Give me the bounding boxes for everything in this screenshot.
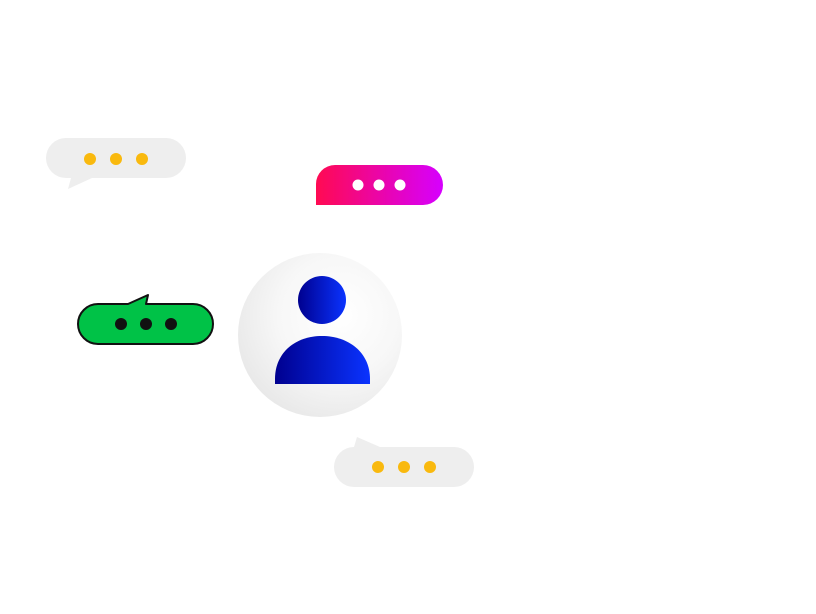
typing-bubble-pink [316,165,443,205]
typing-dot [398,461,410,473]
person-head [298,276,346,324]
typing-dot [140,318,152,330]
typing-bubble-green [77,294,214,345]
person-body [275,336,370,384]
typing-dot [136,153,148,165]
typing-dot [373,179,385,191]
avatar [238,253,402,417]
typing-dot [115,318,127,330]
typing-dot [352,179,364,191]
typing-dot [394,179,406,191]
typing-dot [424,461,436,473]
person-icon [275,276,370,384]
typing-dot [372,461,384,473]
typing-bubble-gray-bottom [334,437,474,487]
typing-bubble-gray-top [46,138,186,189]
typing-dot [110,153,122,165]
typing-dot [84,153,96,165]
typing-dot [165,318,177,330]
